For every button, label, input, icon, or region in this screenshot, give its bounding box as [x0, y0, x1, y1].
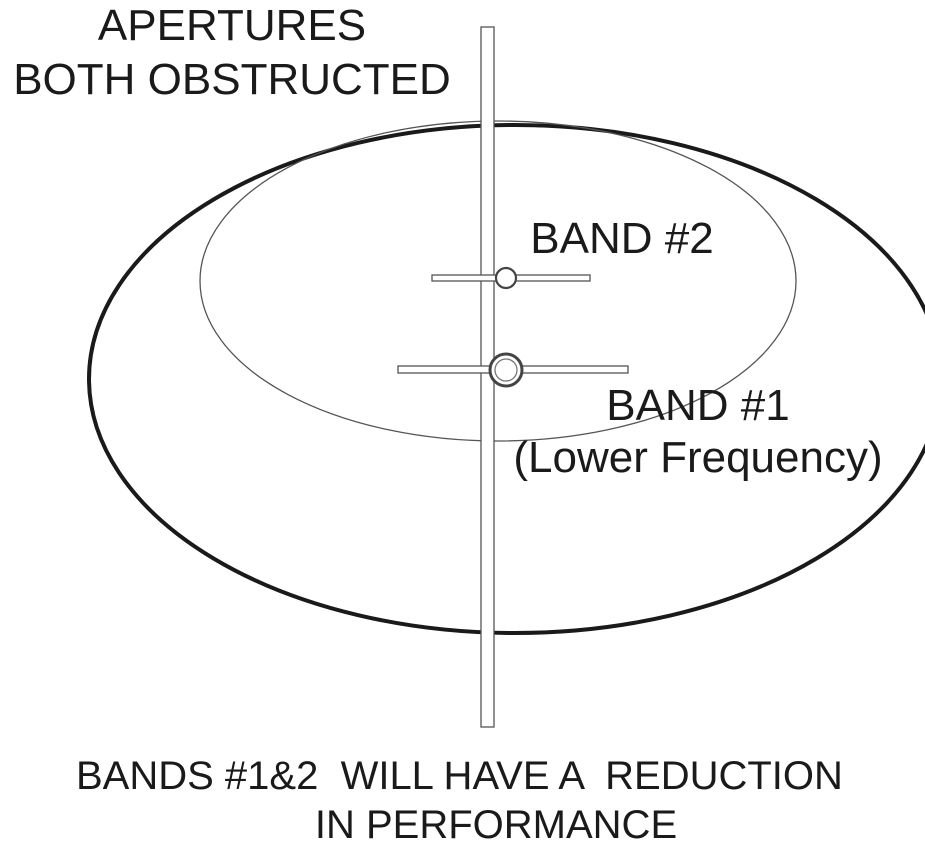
band2-label: BAND #2	[530, 214, 713, 263]
band1-feed-inner-icon	[494, 358, 518, 382]
band1-sublabel: (Lower Frequency)	[513, 433, 882, 482]
inner-aperture-ellipse	[199, 120, 797, 442]
bottom-label-line1: BANDS #1&2 WILL HAVE A REDUCTION	[76, 754, 843, 798]
top-label-line2: BOTH OBSTRUCTED	[13, 55, 451, 104]
band1-label: BAND #1	[606, 381, 789, 430]
outer-aperture-ellipse	[87, 123, 925, 635]
bottom-label-line2: IN PERFORMANCE	[315, 803, 677, 846]
band2-feed-icon	[494, 266, 518, 290]
top-label-line1: APERTURES	[98, 1, 366, 50]
